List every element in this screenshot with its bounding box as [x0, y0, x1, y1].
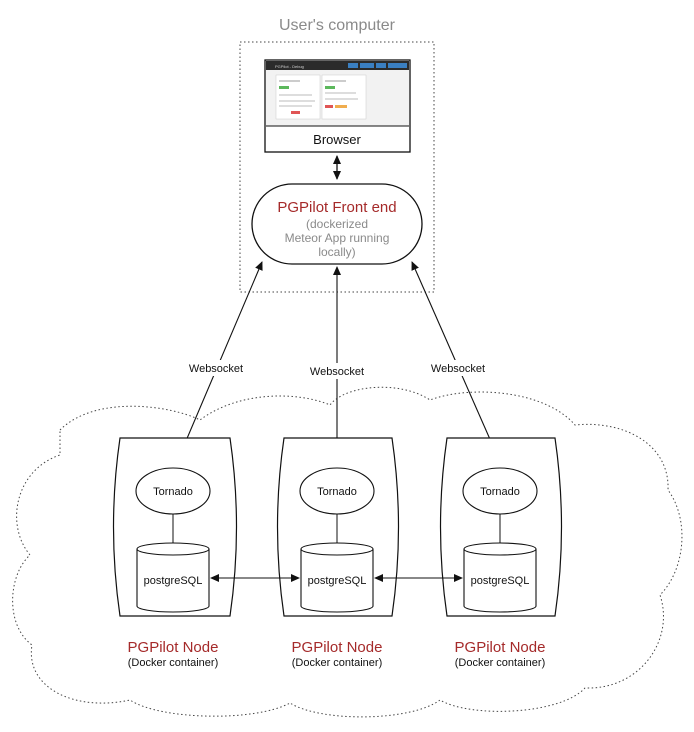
database-cylinder [136, 549, 210, 613]
node-subtitle: (Docker container) [128, 657, 218, 669]
node-container: Tornado postgreSQL PGPilot Node (Docker … [439, 437, 563, 669]
node-title: PGPilot Node [292, 639, 383, 656]
websocket-label: Websocket [189, 363, 243, 375]
websocket-label-bg [307, 363, 367, 379]
websocket-label-bg [428, 360, 488, 376]
node-container: Tornado postgreSQL PGPilot Node (Docker … [276, 437, 400, 669]
node-container: Tornado postgreSQL PGPilot Node (Docker … [112, 437, 238, 669]
browser-screenshot-badge [279, 86, 289, 89]
database-label: postgreSQL [471, 575, 530, 587]
frontend-description-line: (dockerized [306, 217, 368, 231]
database-cylinder [463, 549, 537, 613]
database-cylinder-top [300, 542, 374, 556]
browser-screenshot-badge [325, 105, 333, 108]
frontend-description-line: Meteor App running [285, 231, 390, 245]
frontend-box [251, 183, 423, 265]
users-computer-label: User's computer [279, 17, 396, 34]
browser-screenshot-badge [335, 105, 347, 108]
browser-screenshot-toolbar-button [348, 63, 358, 68]
tornado-label: Tornado [480, 486, 520, 498]
browser-screenshot-topbar [266, 61, 409, 70]
tornado-label: Tornado [153, 486, 193, 498]
node-subtitle: (Docker container) [292, 657, 382, 669]
browser-screenshot-badge [325, 86, 335, 89]
browser-screenshot-toolbar-button [376, 63, 386, 68]
browser-screenshot-toolbar-button [388, 63, 407, 68]
websocket-label: Websocket [310, 366, 364, 378]
database-cylinder-top [463, 542, 537, 556]
node-title: PGPilot Node [128, 639, 219, 656]
browser-screenshot-badge [291, 111, 300, 114]
node-title: PGPilot Node [455, 639, 546, 656]
browser-screenshot-app-title: PGPilot - Debug [275, 64, 304, 69]
browser-screenshot-card [275, 74, 321, 120]
database-label: postgreSQL [144, 575, 203, 587]
websocket-label: Websocket [431, 363, 485, 375]
database-cylinder-top [136, 542, 210, 556]
frontend-title: PGPilot Front end [277, 199, 396, 216]
websocket-label-bg [186, 360, 246, 376]
tornado-label: Tornado [317, 486, 357, 498]
browser-screenshot-card [321, 74, 367, 120]
database-label: postgreSQL [308, 575, 367, 587]
frontend-description-line: locally) [318, 245, 355, 259]
database-cylinder [300, 549, 374, 613]
browser-screenshot-toolbar-button [360, 63, 374, 68]
browser-label: Browser [313, 132, 361, 147]
node-subtitle: (Docker container) [455, 657, 545, 669]
browser-window: PGPilot - Debug Browser [264, 59, 411, 153]
